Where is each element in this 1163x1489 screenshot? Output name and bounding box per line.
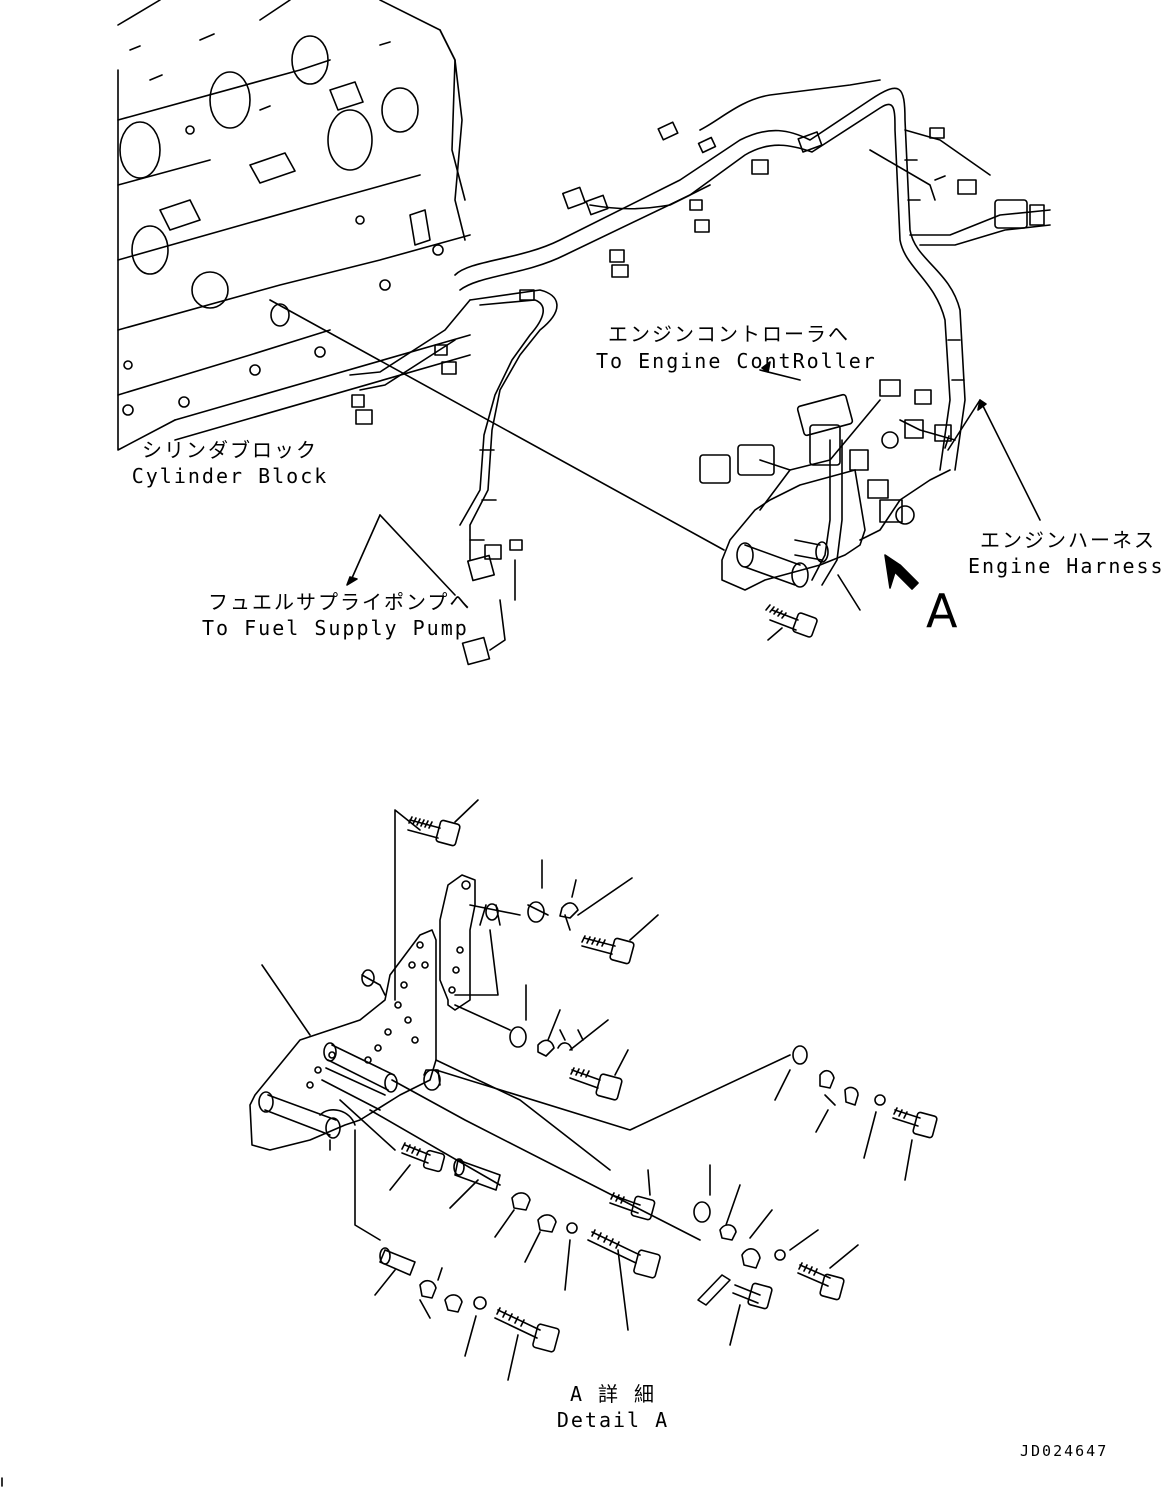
label-fuel-pump-jp: フュエルサプライポンプへ — [208, 590, 472, 614]
view-marker-a: A — [926, 584, 958, 638]
detail-a-exploded — [249, 799, 938, 1381]
label-cylinder-block-jp: シリンダブロック — [142, 438, 318, 462]
label-cylinder-block-en: Cylinder Block — [131, 464, 329, 488]
label-engine-harness-jp: エンジンハーネス — [980, 528, 1156, 552]
label-engine-controller-jp: エンジンコントローラへ — [608, 322, 850, 346]
label-engine-harness-en: Engine Harness — [968, 554, 1163, 578]
harness-connectors — [351, 121, 1045, 666]
label-fuel-pump-en: To Fuel Supply Pump — [202, 616, 469, 640]
label-detail-a-jp: A 詳 細 — [569, 1382, 657, 1406]
label-detail-a-en: Detail A — [556, 1408, 670, 1432]
drawing-code: JD024647 — [1020, 1442, 1109, 1460]
harness-bracket-assembled — [721, 469, 866, 641]
leader-lines — [269, 299, 1041, 611]
label-engine-controller-en: To Engine ContRoller — [596, 349, 877, 373]
cylinder-block — [117, 0, 471, 451]
